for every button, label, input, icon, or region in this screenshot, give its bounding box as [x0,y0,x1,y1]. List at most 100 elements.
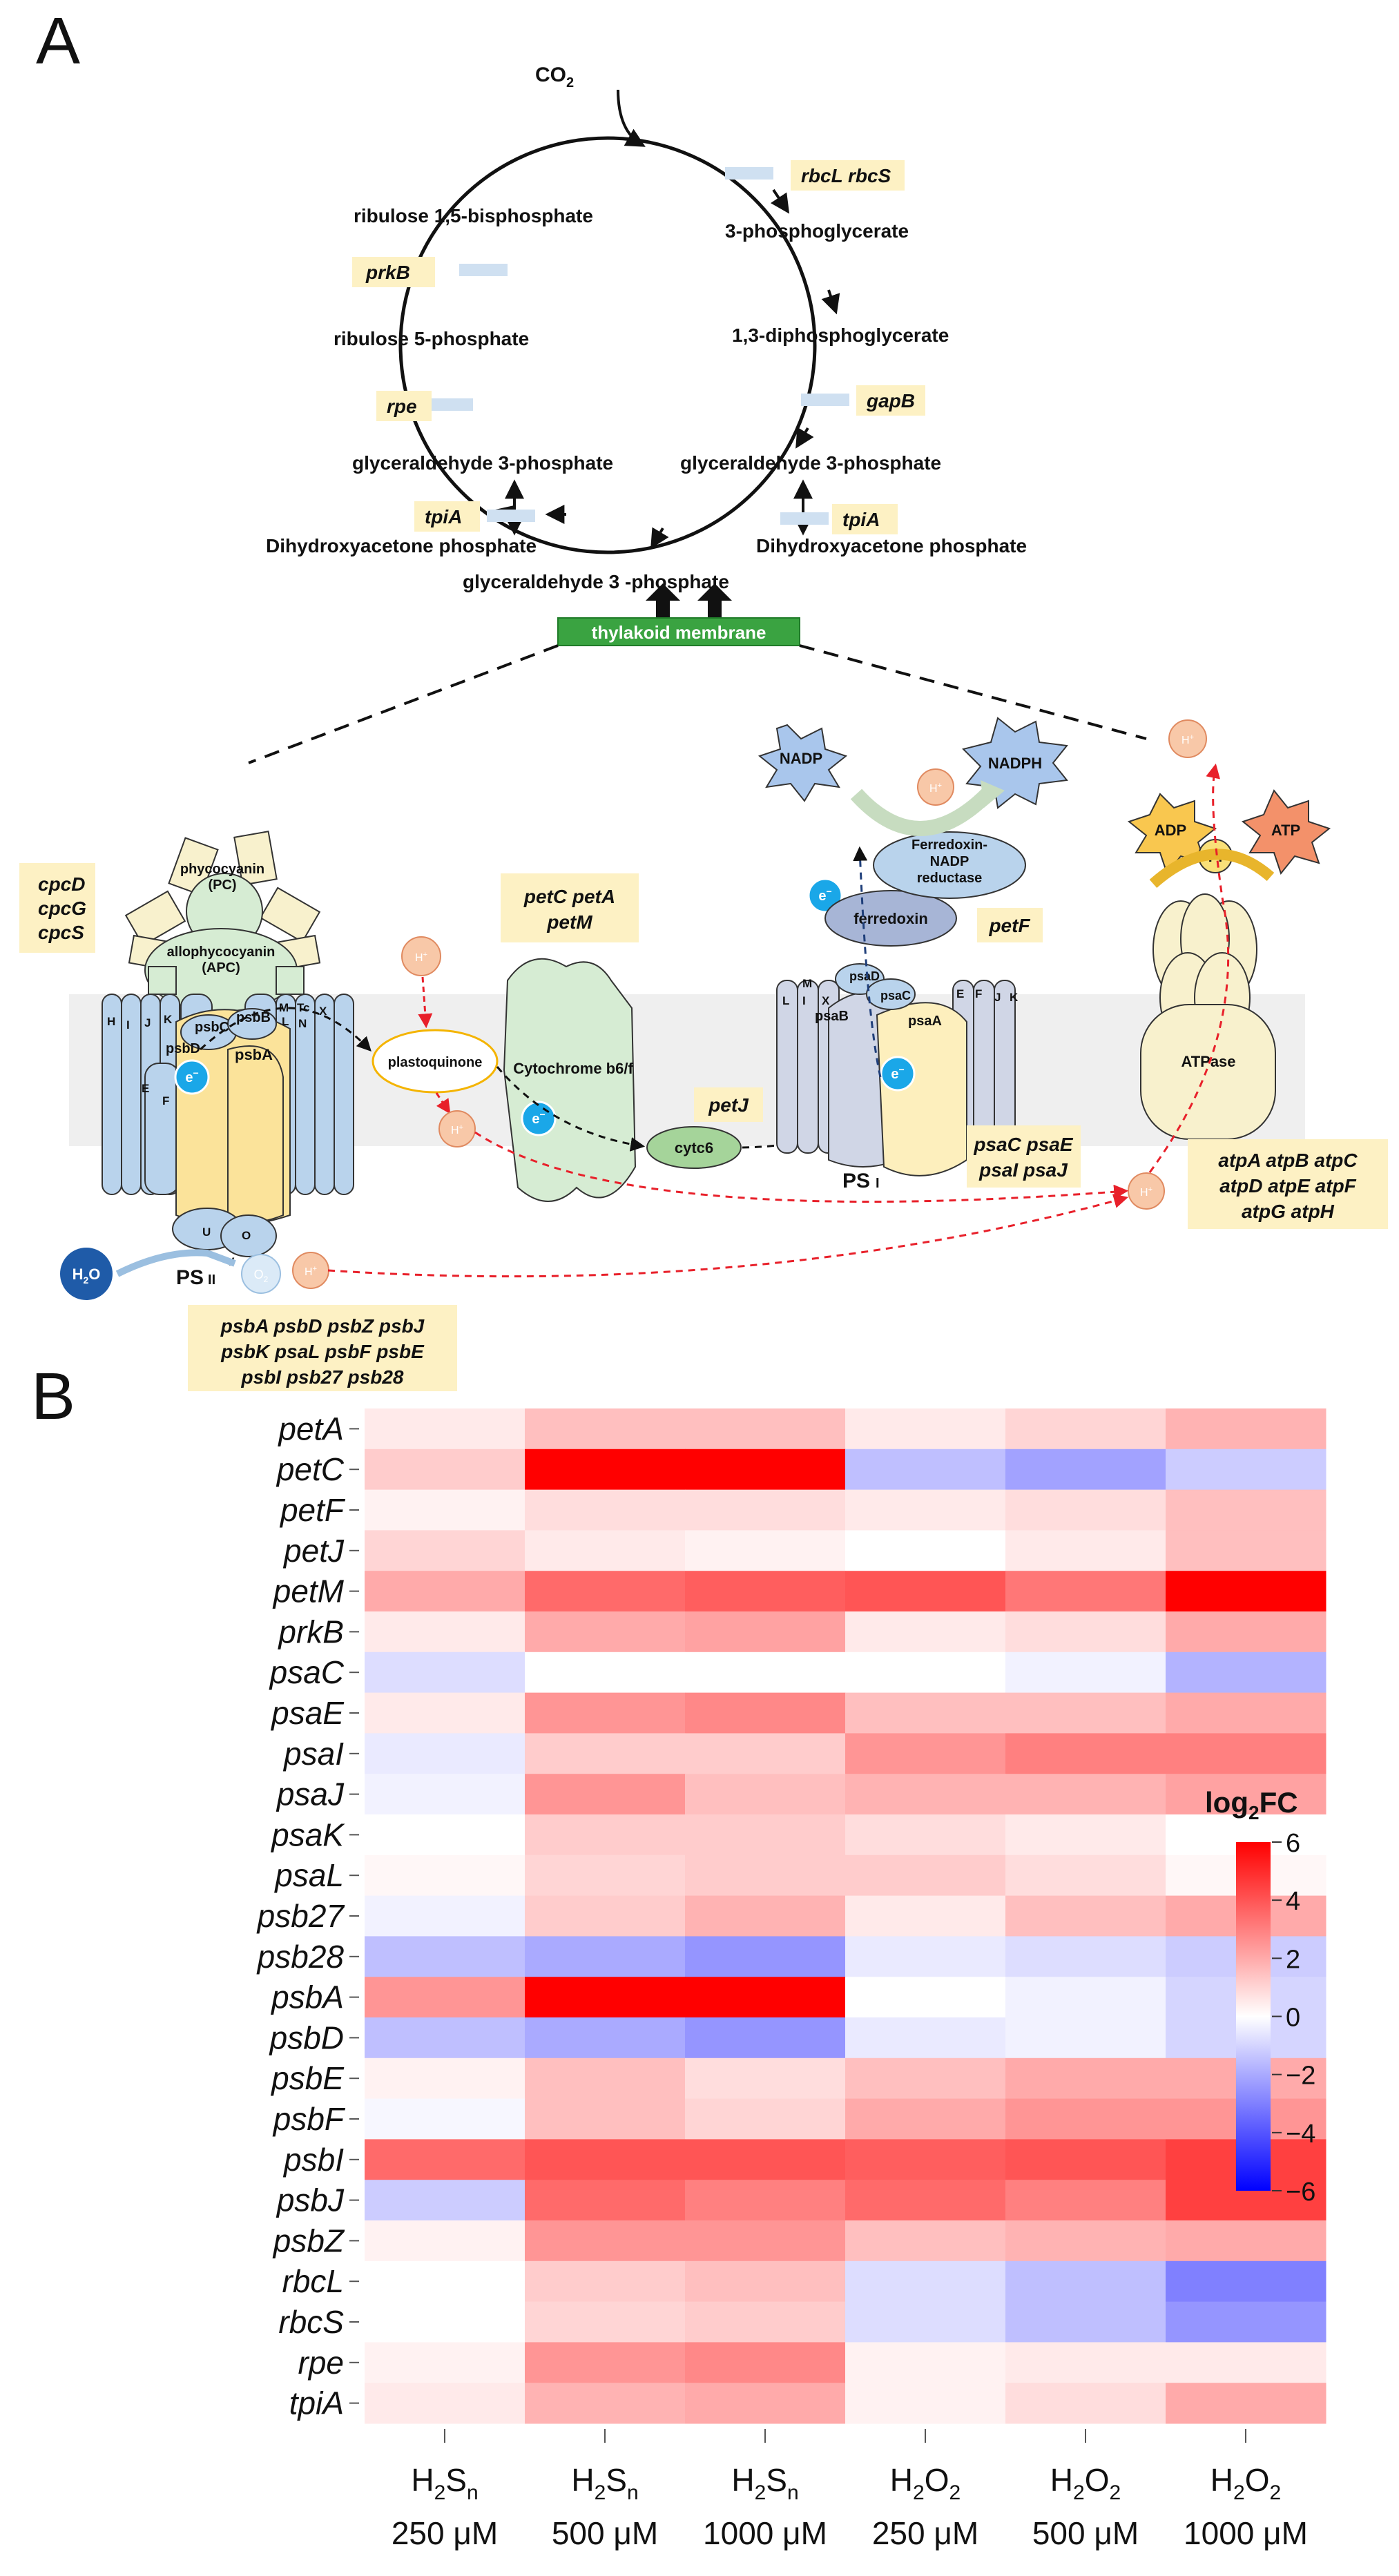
panel-label-b: B [31,1359,75,1433]
svg-text:E: E [956,987,964,1000]
electron-path-psi-fd [853,846,882,1078]
enzyme-bar-gapb [801,394,849,406]
atp-label: ATP [1271,822,1300,839]
metabolite-phosphoglycerate: 3-phosphoglycerate [725,220,909,242]
proton-gradient-psii [327,1194,1129,1278]
heatmap-cell-petC-2 [685,1449,846,1491]
heatmap-cell-petM-4 [1005,1571,1166,1612]
heatmap-cell-psaK-0 [365,1814,525,1856]
heatmap-cell-rbcL-5 [1166,2260,1326,2303]
metabolite-dhap-left: Dihydroxyacetone phosphate [266,535,537,556]
colorbar-tick-label-0: 6 [1286,1829,1300,1858]
svg-text:J: J [144,1016,151,1029]
col-label-compound-4: H2O2 [1050,2462,1121,2504]
colorbar-tick-label-3: 0 [1286,2004,1300,2033]
svg-text:L: L [282,1015,289,1028]
heatmap-cell-psb27-1 [525,1895,686,1937]
nadph-label: NADPH [988,755,1042,772]
row-label-psbA: psbA [270,1979,344,2015]
heatmap-cell-tpiA-5 [1166,2383,1326,2424]
heatmap-cell-petA-0 [365,1408,525,1450]
svg-text:H: H [107,1015,115,1028]
proton-lumen-pq [438,1110,476,1147]
heatmap-cell-rbcL-2 [685,2260,846,2303]
heatmap-cell-psbI-2 [685,2139,846,2180]
heatmap-cell-psbJ-1 [525,2180,686,2221]
co2-label: CO2 [535,64,574,90]
heatmap-cell-psbE-2 [685,2057,846,2100]
heatmap-cell-psbJ-3 [845,2180,1006,2221]
heatmap-cell-psaC-4 [1005,1652,1166,1694]
gene-psb-line2: psbK psaL psbF psbE [220,1341,425,1362]
nadp-label: NADP [780,750,822,767]
heatmap-cell-prkB-4 [1005,1611,1166,1653]
heatmap-cell-rpe-1 [525,2342,686,2383]
heatmap-cell-psaC-2 [685,1652,846,1694]
allophycocyanin-abbr: (APC) [202,960,240,976]
heatmap-cell-petF-5 [1166,1489,1326,1531]
colorbar-tick-label-1: 4 [1286,1887,1300,1916]
electron-ferredoxin-label: e− [818,886,831,904]
heatmap-cell-petJ-1 [525,1530,686,1571]
row-label-psb27: psb27 [256,1898,345,1934]
heatmap-cell-psbI-3 [845,2139,1006,2180]
svg-text:X: X [319,1005,327,1018]
heatmap-cell-prkB-5 [1166,1611,1326,1653]
metabolite-diphosphoglycerate: 1,3-diphosphoglycerate [732,325,949,346]
up-arrow-2 [697,583,732,618]
psaa-protein [876,1002,967,1176]
proton-arrow-pq-in [418,976,433,1029]
proton-psii-label: H+ [305,1265,317,1278]
heatmap-cell-petF-3 [845,1489,1006,1531]
subunit-psad: psaD [849,969,880,983]
heatmap-cell-psbD-1 [525,2017,686,2059]
row-label-prkB: prkB [277,1614,344,1649]
svg-text:J: J [994,991,1001,1004]
gene-gapb: gapB [866,390,915,411]
proton-stroma-pq [401,936,441,976]
phycobilisome [124,831,321,1012]
row-label-psaE: psaE [270,1695,345,1731]
heatmap-cell-rbcS-4 [1005,2301,1166,2343]
zoom-line-left [248,644,559,764]
heatmap-cell-petC-3 [845,1449,1006,1491]
heatmap-cell-psb27-0 [365,1895,525,1937]
zoom-line-right [799,644,1147,740]
heatmap-cell-psbF-2 [685,2098,846,2140]
heatmap-cell-psaE-3 [845,1692,1006,1734]
heatmap-cell-rbcL-3 [845,2260,1006,2303]
heatmap-cell-petA-3 [845,1408,1006,1450]
heatmap-cell-petJ-0 [365,1530,525,1571]
heatmap-cell-psaE-5 [1166,1692,1326,1734]
colorbar-title: log2FC [1205,1786,1298,1823]
row-label-psbJ: psbJ [276,2182,345,2218]
enzyme-bar-tpia-left [487,510,535,522]
gene-cpcs: cpcS [38,922,84,943]
col-label-compound-1: H2Sn [571,2462,638,2504]
heatmap-cell-psb28-2 [685,1936,846,1977]
heatmap-cell-petF-2 [685,1489,846,1531]
heatmap-cell-psbA-3 [845,1977,1006,2018]
heatmap-cell-psbA-2 [685,1977,846,2018]
heatmap-cell-psaI-0 [365,1733,525,1774]
electron-psii-label: e− [185,1067,198,1085]
heatmap-cell-psb27-2 [685,1895,846,1937]
gene-prkb: prkB [365,262,410,283]
electron-psii [174,1059,210,1095]
proton-stroma-atp-label: H+ [1181,733,1194,746]
svg-text:O: O [242,1229,251,1242]
gene-atp-line3: atpG atpH [1242,1201,1335,1222]
heatmap-cell-psaL-4 [1005,1854,1166,1897]
heatmap-cell-psaJ-3 [845,1774,1006,1815]
gene-box-atp [1188,1139,1388,1229]
heatmap-cell-psbF-3 [845,2098,1006,2140]
heatmap-cell-psb27-4 [1005,1895,1166,1937]
subunit-psab: psaB [815,1009,849,1024]
atp-starburst [1241,789,1331,875]
heatmap-cell-petA-5 [1166,1408,1326,1450]
heatmap-cell-petC-0 [365,1449,525,1491]
gene-box-tpia-right [832,504,898,534]
col-label-dose-2: 1000 μM [703,2515,827,2551]
fnr-label-2: NADP [930,854,969,869]
proton-gradient-b6f [474,1131,1129,1203]
